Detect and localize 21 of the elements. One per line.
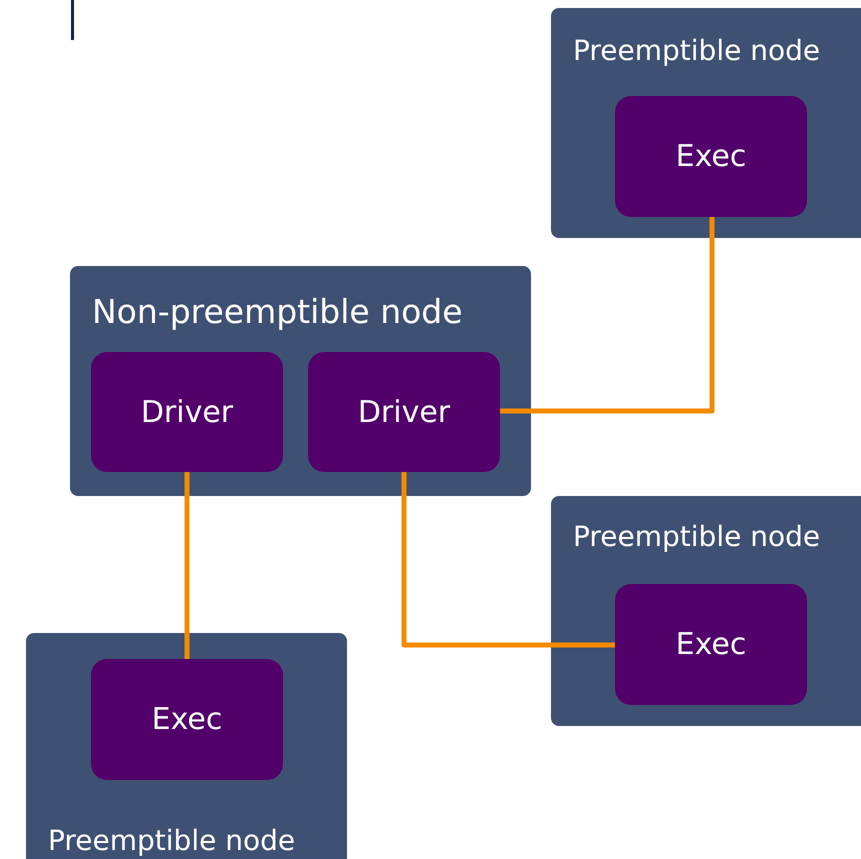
node-container — [70, 266, 531, 496]
connector-line — [500, 217, 714, 414]
node-heading: Non-preemptible node — [92, 292, 463, 331]
process-label: Exec — [676, 627, 746, 662]
process-box — [91, 352, 283, 472]
process-label: Driver — [358, 394, 450, 430]
node-container — [551, 496, 861, 726]
process-box — [615, 96, 807, 217]
node-heading: Preemptible node — [48, 824, 296, 857]
process-label: Exec — [676, 139, 746, 174]
process-label: Exec — [152, 702, 222, 737]
node-heading: Preemptible node — [573, 34, 820, 67]
node-container — [551, 8, 861, 238]
process-label: Driver — [140, 394, 234, 430]
node-container — [26, 633, 347, 859]
process-box — [615, 584, 807, 705]
process-box — [91, 659, 283, 780]
connector-line — [402, 472, 615, 648]
connector-line — [184, 472, 190, 659]
node-heading: Preemptible node — [573, 520, 820, 553]
process-box — [308, 352, 500, 472]
